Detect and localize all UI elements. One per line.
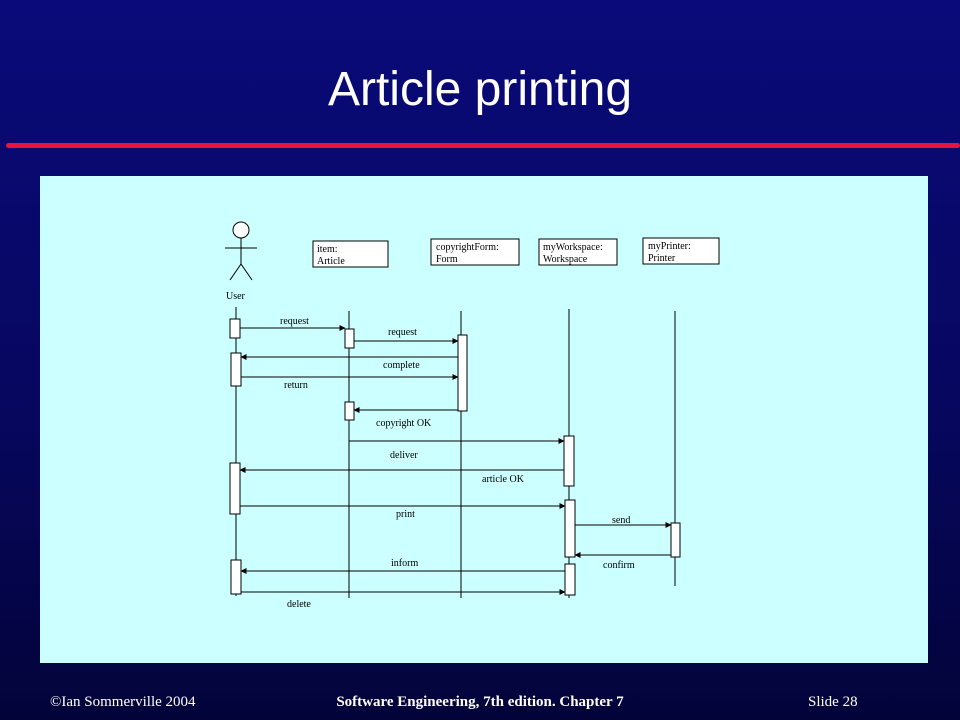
sequence-diagram-panel: User item: Article copyrightForm: Form m…: [40, 176, 928, 663]
object-printer-name: myPrinter:: [648, 241, 691, 252]
footer-book-title: Software Engineering, 7th edition. Chapt…: [336, 694, 624, 710]
message-label-inform: inform: [391, 558, 418, 569]
sequence-diagram: User item: Article copyrightForm: Form m…: [225, 221, 720, 610]
object-workspace-class: Workspace: [543, 254, 588, 265]
footer-copyright: ©Ian Sommerville 2004: [50, 694, 196, 710]
object-workspace-name: myWorkspace:: [543, 242, 603, 253]
user-actor-icon: [225, 221, 257, 281]
activation-user-4: [230, 559, 242, 595]
message-label-deliver: deliver: [390, 450, 418, 461]
activation-user-1: [229, 318, 241, 339]
user-actor-label: User: [226, 291, 246, 302]
message-label-copyright-ok: copyright OK: [376, 418, 432, 429]
slide-title: Article printing: [327, 63, 633, 116]
footer-slide-number: Slide 28: [808, 694, 858, 710]
object-article-name: item:: [317, 244, 338, 255]
message-label-print: print: [396, 509, 415, 520]
object-article-class: Article: [317, 256, 345, 267]
message-label-send: send: [612, 515, 630, 526]
object-box-article: item: Article: [312, 240, 389, 268]
object-box-form: copyrightForm: Form: [430, 238, 520, 266]
activation-workspace-1: [563, 435, 575, 487]
activation-printer: [670, 522, 681, 558]
object-printer-class: Printer: [648, 253, 676, 264]
activation-article-2: [344, 401, 355, 421]
message-label-delete: delete: [287, 599, 311, 610]
title-divider: [6, 143, 960, 148]
message-label-return: return: [284, 380, 308, 391]
activation-form: [457, 334, 468, 412]
object-form-class: Form: [436, 254, 458, 265]
message-label-complete: complete: [383, 360, 420, 371]
activation-user-2: [230, 352, 242, 387]
message-label-request-2: request: [388, 327, 417, 338]
object-box-printer: myPrinter: Printer: [642, 237, 720, 265]
message-label-request-1: request: [280, 316, 309, 327]
activation-workspace-3: [564, 563, 576, 596]
activation-workspace-2: [564, 499, 576, 558]
message-label-article-ok: article OK: [482, 474, 525, 485]
object-box-workspace: myWorkspace: Workspace: [538, 238, 618, 266]
object-form-name: copyrightForm:: [436, 242, 499, 253]
message-label-confirm: confirm: [603, 560, 635, 571]
activation-user-3: [229, 462, 241, 515]
activation-article-1: [344, 328, 355, 349]
